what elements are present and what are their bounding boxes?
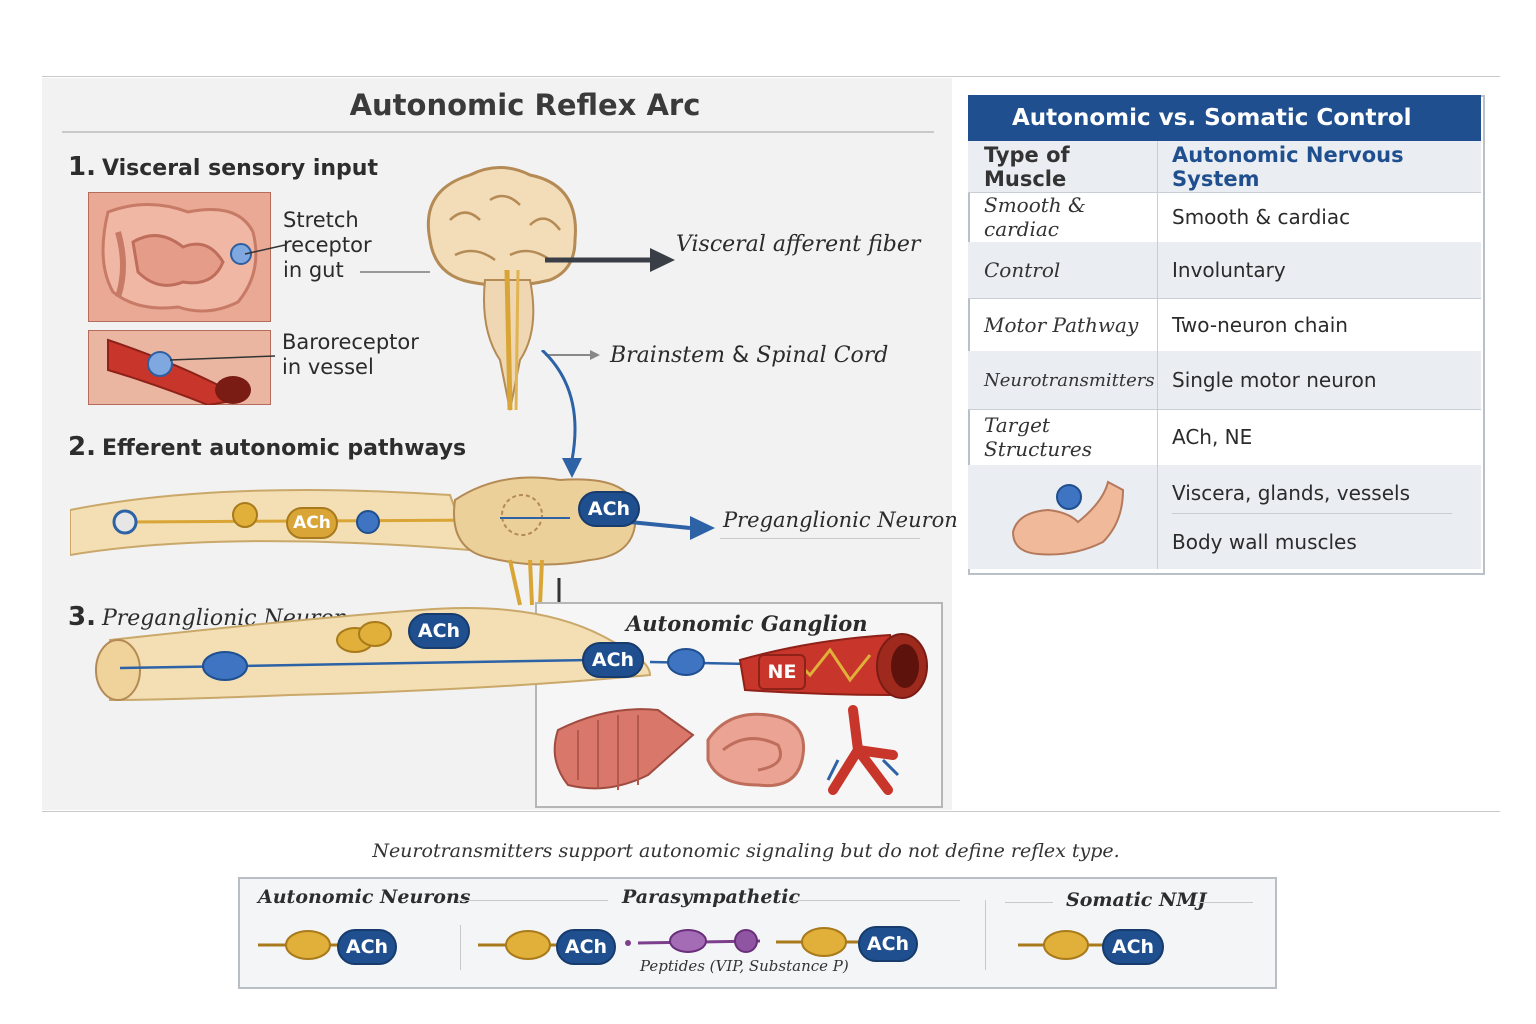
page-title: Autonomic Reflex Arc [349, 88, 701, 122]
brainstem-label: Brainstem & Spinal Cord [610, 343, 889, 368]
legend-ach-1: ACh [337, 929, 397, 965]
legend-line [458, 900, 608, 901]
table-header-row: Type of Muscle Autonomic Nervous System [968, 141, 1481, 193]
table-row: Neurotransmitters Single motor neuron [968, 351, 1481, 410]
title-underline [62, 131, 934, 133]
intestine-icon [706, 712, 806, 788]
table-row: Motor Pathway Two-neuron chain [968, 298, 1481, 352]
target-values: Viscera, glands, vessels Body wall muscl… [1158, 465, 1481, 569]
blood-vessel-icon [828, 705, 898, 795]
table-row: Viscera, glands, vessels Body wall muscl… [968, 465, 1481, 569]
neurotransmitter-legend [238, 877, 1277, 989]
ne-badge: NE [758, 654, 806, 690]
row-value: Viscera, glands, vessels [1172, 481, 1452, 514]
row-value: Single motor neuron [1172, 368, 1377, 392]
neuron-icon [776, 927, 866, 957]
footer-note: Neurotransmitters support autonomic sign… [372, 840, 1120, 862]
legend-divider [985, 900, 986, 970]
bottom-divider [42, 811, 1500, 812]
header-type-of-muscle: Type of Muscle [968, 141, 1158, 192]
visceral-afferent-label: Visceral afferent fiber [676, 232, 921, 257]
heart-muscle-icon [553, 708, 695, 790]
table-title: Autonomic vs. Somatic Control [968, 95, 1481, 141]
legend-line [1198, 902, 1253, 903]
step-2-heading: 2.Efferent autonomic pathways [68, 432, 467, 462]
table-row: Smooth & cardiac Smooth & cardiac [968, 192, 1481, 243]
ach-badge-efferent: ACh [286, 507, 338, 539]
stretch-receptor-icon [230, 243, 252, 265]
row-label: Motor Pathway [968, 298, 1158, 351]
descending-arrow [540, 350, 582, 478]
flexed-arm-icon [1011, 480, 1124, 556]
row-value: Smooth & cardiac [1172, 205, 1351, 229]
target-organs-illustration [553, 705, 900, 795]
baro-pointer-line [170, 355, 276, 361]
brain-illustration [426, 166, 577, 411]
ach-badge-spinal: ACh [578, 491, 640, 527]
legend-parasympathetic: Parasympathetic [622, 886, 801, 908]
legend-line [1005, 902, 1053, 903]
row-value: ACh, NE [1172, 425, 1253, 449]
legend-ach-4: ACh [1102, 929, 1164, 965]
row-label: Smooth & cardiac [968, 192, 1158, 242]
row-label: Neurotransmitters [968, 351, 1158, 409]
legend-divider [460, 925, 461, 970]
gut-illustration [88, 192, 271, 322]
efferent-pathway-illustration [70, 476, 715, 606]
peptide-icon [625, 929, 761, 953]
header-autonomic: Autonomic Nervous System [1172, 142, 1404, 191]
preganglionic-neuron-illustration [95, 607, 928, 702]
neuron-icon [1018, 930, 1108, 960]
row-value: Two-neuron chain [1172, 312, 1348, 337]
vessel-illustration [88, 330, 271, 405]
preganglionic-neuron-label: Preganglionic Neuron [723, 508, 958, 532]
legend-ach-2: ACh [556, 929, 616, 965]
row-label: Target Structures [968, 409, 1158, 465]
legend-autonomic-neurons: Autonomic Neurons [258, 886, 471, 908]
stretch-pointer-line [244, 244, 286, 255]
baroreceptor-icon [147, 351, 173, 377]
legend-line [790, 900, 960, 901]
top-divider [42, 76, 1500, 77]
autonomic-ganglion-label: Autonomic Ganglion [626, 611, 868, 636]
afferent-arrow [360, 248, 675, 273]
step-1-heading: 1.Visceral sensory input [68, 152, 378, 182]
ach-badge-ganglion: ACh [582, 642, 644, 678]
brainstem-pointer [545, 350, 600, 360]
peptides-label: Peptides (VIP, Substance P) [640, 957, 849, 975]
row-value: Body wall muscles [1172, 529, 1357, 554]
legend-ach-3: ACh [858, 926, 918, 962]
arm-cell [968, 465, 1158, 569]
row-value: Involuntary [1172, 258, 1286, 282]
table-row: Target Structures ACh, NE [968, 409, 1481, 466]
neuron-icon [258, 930, 348, 960]
row-label: Control [968, 242, 1158, 298]
ach-badge-preganglionic: ACh [408, 613, 470, 649]
table-row: Control Involuntary [968, 242, 1481, 299]
legend-somatic-nmj: Somatic NMJ [1066, 889, 1207, 911]
preganglionic-underline [720, 538, 920, 539]
neuron-icon [478, 930, 568, 960]
